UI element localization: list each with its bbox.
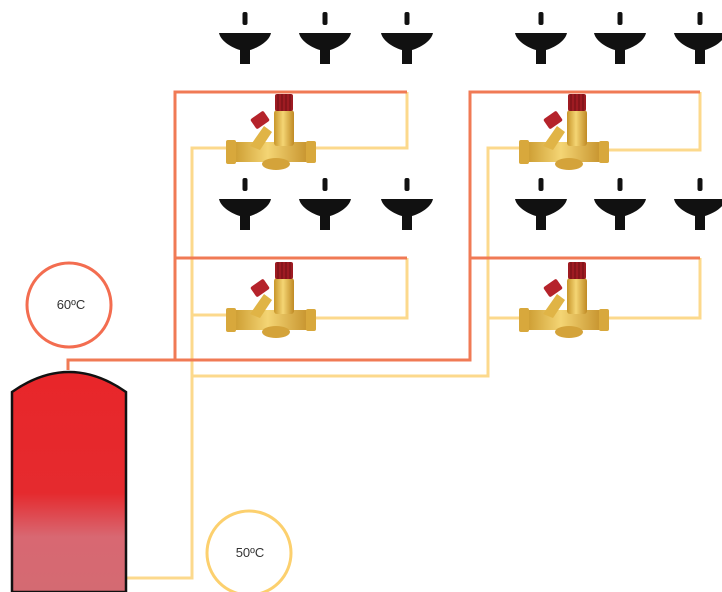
balancing-valve-icon [518,261,610,339]
supply-temperature-badge: 60ºC [25,261,113,349]
faucet-icon [299,12,351,64]
faucet-icon [594,12,646,64]
supply-pipes [66,90,700,370]
faucet-icon [299,178,351,230]
return-pipes [126,92,702,580]
return-temperature-label: 50ºC [236,545,265,560]
balancing-valve-icon [518,93,610,171]
hot-water-tank-icon [10,370,128,592]
balancing-valve-icon [225,93,317,171]
return-temperature-badge: 50ºC [205,509,293,592]
faucet-icon [515,178,567,230]
faucet-icon [219,12,271,64]
faucet-icon [515,12,567,64]
valves [225,93,610,339]
faucet-icon [381,12,433,64]
faucet-icon [674,12,722,64]
faucet-icon [381,178,433,230]
faucet-icon [219,178,271,230]
supply-temperature-label: 60ºC [57,297,86,312]
faucet-icon [674,178,722,230]
balancing-valve-icon [225,261,317,339]
faucet-icon [594,178,646,230]
